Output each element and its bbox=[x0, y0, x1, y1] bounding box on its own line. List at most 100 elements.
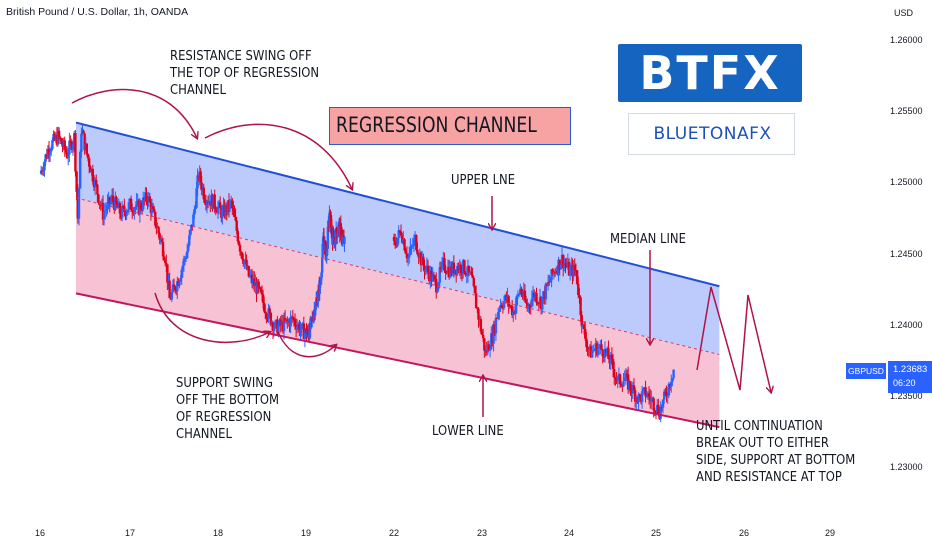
candle-body bbox=[537, 302, 541, 304]
candle-body bbox=[514, 305, 517, 314]
candle-body bbox=[134, 207, 137, 209]
annotation-upper-line: UPPER LNE bbox=[451, 172, 516, 188]
candle-body bbox=[426, 265, 430, 273]
candle-body bbox=[584, 328, 587, 339]
candle-body bbox=[69, 140, 72, 142]
candle-body bbox=[193, 209, 196, 215]
candle-body bbox=[603, 348, 607, 358]
candle-body bbox=[158, 233, 161, 240]
candle-body bbox=[409, 246, 412, 254]
candle-body bbox=[620, 384, 623, 386]
candle-body bbox=[219, 202, 222, 209]
candle-body bbox=[591, 350, 594, 358]
candle-body bbox=[550, 269, 553, 281]
y-tick-label: 1.24500 bbox=[890, 248, 923, 259]
candle-body bbox=[423, 265, 426, 272]
candle-body bbox=[178, 281, 181, 286]
candle-body bbox=[563, 263, 566, 269]
candle-body bbox=[272, 327, 276, 332]
candle-body bbox=[200, 182, 203, 191]
instrument-title: British Pound / U.S. Dollar, 1h, OANDA bbox=[6, 6, 189, 18]
candle-body bbox=[558, 259, 561, 270]
candle-body bbox=[408, 253, 411, 258]
support-arrow-1 bbox=[154, 292, 270, 344]
candle-body bbox=[657, 404, 660, 415]
candle-body bbox=[465, 275, 468, 277]
candle-body bbox=[665, 392, 668, 397]
candle-body bbox=[473, 286, 477, 294]
candle-body bbox=[335, 228, 338, 234]
candle-body bbox=[109, 200, 113, 204]
candle-body bbox=[527, 304, 530, 309]
candle-body bbox=[653, 410, 657, 413]
candle-body bbox=[118, 202, 122, 214]
candle-body bbox=[277, 325, 280, 334]
candle-body bbox=[572, 264, 575, 277]
upper-line[interactable] bbox=[75, 121, 720, 288]
candle-body bbox=[155, 225, 158, 228]
x-tick-label: 26 bbox=[738, 528, 750, 538]
candle-body bbox=[179, 278, 182, 282]
candle-body bbox=[326, 226, 330, 249]
candle-body bbox=[274, 321, 277, 328]
annotation-median-line: MEDIAN LINE bbox=[610, 231, 686, 247]
candle-body bbox=[481, 334, 485, 339]
candle-body bbox=[298, 324, 301, 333]
x-tick-label: 23 bbox=[476, 528, 488, 538]
candle-body bbox=[624, 373, 628, 379]
candle-body bbox=[332, 233, 335, 236]
candle-body bbox=[330, 226, 334, 239]
candle-body bbox=[190, 224, 193, 231]
candle-body bbox=[404, 250, 407, 254]
candle-body bbox=[139, 203, 143, 209]
candle-body bbox=[432, 274, 436, 277]
candle-body bbox=[467, 265, 471, 273]
candle-body bbox=[340, 227, 343, 241]
candle-body bbox=[296, 326, 299, 330]
candle-body bbox=[510, 305, 514, 316]
candle-body bbox=[180, 269, 183, 279]
candle-body bbox=[214, 207, 217, 212]
candle-body bbox=[341, 235, 344, 241]
candle-body bbox=[165, 262, 168, 265]
annotation-support: SUPPORT SWING OFF THE BOTTOM OF REGRESSI… bbox=[176, 375, 280, 442]
candle-body bbox=[580, 314, 583, 327]
candle-body bbox=[337, 230, 340, 233]
candle-body bbox=[166, 264, 169, 283]
candle-body bbox=[640, 391, 644, 402]
last-price-badge[interactable]: 1.23683 06:20 bbox=[888, 361, 932, 393]
candle-body bbox=[232, 208, 235, 211]
candle-body bbox=[97, 194, 100, 204]
candle-body bbox=[221, 209, 224, 219]
median-line[interactable] bbox=[75, 197, 720, 356]
candle-body bbox=[248, 275, 252, 277]
candle-body bbox=[314, 301, 317, 310]
candle-body bbox=[329, 214, 333, 233]
candle-body bbox=[75, 171, 78, 192]
chart-title-box bbox=[329, 107, 571, 145]
candle-body bbox=[497, 311, 500, 319]
candle-body bbox=[189, 230, 192, 236]
candle-body bbox=[228, 200, 232, 210]
btfx-logo: BTFX bbox=[618, 44, 802, 102]
candle-body bbox=[322, 236, 326, 241]
y-tick-label: 1.23000 bbox=[890, 462, 923, 472]
candle-body bbox=[199, 171, 202, 183]
candle-body bbox=[399, 231, 403, 236]
candle-body bbox=[502, 300, 506, 308]
lower-line[interactable] bbox=[75, 292, 720, 429]
candle-body bbox=[464, 272, 467, 276]
x-tick-label: 22 bbox=[388, 528, 400, 538]
candle-body bbox=[188, 235, 191, 246]
candle-body bbox=[101, 203, 105, 220]
symbol-badge[interactable]: GBPUSD bbox=[846, 363, 886, 379]
candle-body bbox=[239, 251, 243, 253]
candle-body bbox=[86, 153, 90, 159]
candle-body bbox=[625, 373, 629, 375]
candle-body bbox=[597, 346, 601, 349]
candle-body bbox=[438, 267, 441, 283]
candle-body bbox=[154, 211, 157, 226]
candle-body bbox=[202, 187, 205, 200]
